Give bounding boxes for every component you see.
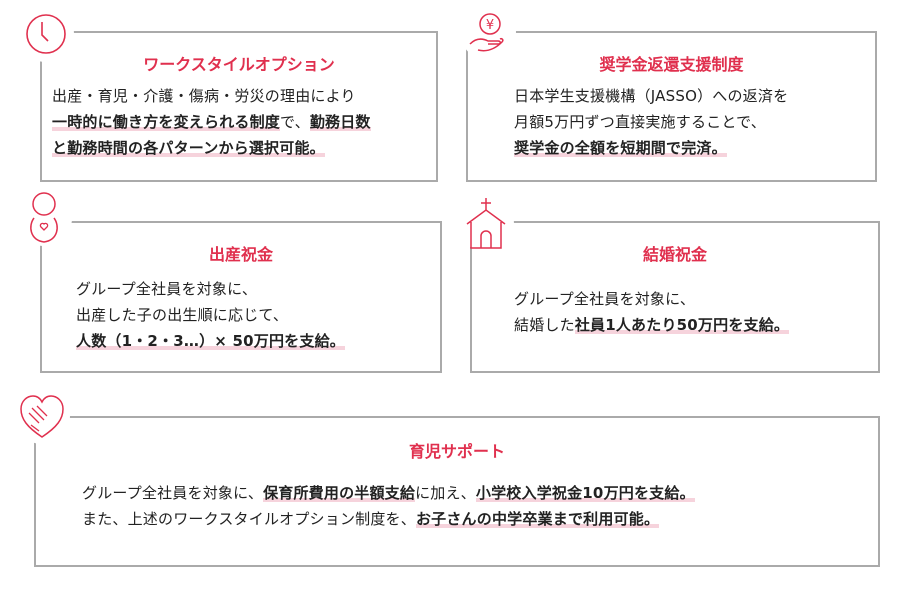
card-title: 奨学金返還支援制度 — [599, 55, 744, 74]
body-text: 月額5万円ずつ直接実施することで、 — [514, 113, 766, 131]
card-body: 日本学生支援機構（JASSO）への返済を月額5万円ずつ直接実施することで、奨学金… — [514, 83, 788, 161]
card-title: 出産祝金 — [208, 245, 273, 264]
body-line: 月額5万円ずつ直接実施することで、 — [514, 109, 788, 135]
body-line: 日本学生支援機構（JASSO）への返済を — [514, 83, 788, 109]
heart-hands-icon — [14, 388, 70, 444]
card-title: ワークスタイルオプション — [143, 55, 335, 74]
card-work-style-option: ワークスタイルオプション 出産・育児・介護・傷病・労災の理由により一時的に働き方… — [40, 31, 438, 182]
body-line: グループ全社員を対象に、保育所費用の半額支給に加え、小学校入学祝金10万円を支給… — [82, 480, 695, 506]
body-text: また、上述のワークスタイルオプション制度を、 — [82, 510, 416, 528]
card-scholarship-repayment: 奨学金返還支援制度 日本学生支援機構（JASSO）への返済を月額5万円ずつ直接実… — [466, 31, 877, 182]
highlighted-text: 小学校入学祝金10万円を支給。 — [475, 484, 695, 502]
highlighted-text: 一時的に働き方を変えられる制度 — [52, 113, 281, 131]
body-line: 出産した子の出生順に応じて、 — [76, 302, 345, 328]
body-text: グループ全社員を対象に、 — [76, 280, 258, 298]
yen-hand-icon: ¥ — [460, 4, 516, 60]
svg-text:¥: ¥ — [486, 18, 494, 33]
body-line: また、上述のワークスタイルオプション制度を、お子さんの中学卒業まで利用可能。 — [82, 506, 695, 532]
highlighted-text: 奨学金の全額を短期間で完済。 — [514, 139, 727, 157]
card-body: グループ全社員を対象に、出産した子の出生順に応じて、人数（1・2・3…）× 50… — [76, 276, 345, 354]
body-line: 出産・育児・介護・傷病・労災の理由により — [52, 83, 371, 109]
card-body: 出産・育児・介護・傷病・労災の理由により一時的に働き方を変えられる制度で、勤務日… — [52, 83, 371, 161]
card-title: 結婚祝金 — [642, 245, 707, 264]
body-text: グループ全社員を対象に、 — [514, 290, 696, 308]
card-body: グループ全社員を対象に、保育所費用の半額支給に加え、小学校入学祝金10万円を支給… — [82, 480, 695, 532]
highlighted-text: 人数（1・2・3…）× 50万円を支給。 — [76, 332, 345, 350]
highlighted-text: 勤務日数 — [309, 113, 371, 131]
body-text: で、 — [280, 113, 310, 131]
highlighted-text: と勤務時間の各パターンから選択可能。 — [52, 139, 325, 157]
baby-icon — [16, 190, 72, 246]
highlighted-text: 社員1人あたり50万円を支給。 — [574, 316, 790, 334]
body-text: グループ全社員を対象に、 — [82, 484, 264, 502]
highlighted-text: 保育所費用の半額支給 — [263, 484, 416, 502]
card-wedding-gift: 結婚祝金 グループ全社員を対象に、結婚した社員1人あたり50万円を支給。 — [470, 221, 880, 373]
card-body: グループ全社員を対象に、結婚した社員1人あたり50万円を支給。 — [514, 286, 790, 338]
body-line: グループ全社員を対象に、 — [514, 286, 789, 312]
card-childcare-support: 育児サポート グループ全社員を対象に、保育所費用の半額支給に加え、小学校入学祝金… — [34, 416, 880, 567]
body-line: グループ全社員を対象に、 — [76, 276, 345, 302]
highlighted-text: お子さんの中学卒業まで利用可能。 — [415, 510, 660, 528]
body-line: と勤務時間の各パターンから選択可能。 — [52, 135, 371, 161]
clock-icon — [18, 6, 74, 62]
body-line: 一時的に働き方を変えられる制度で、勤務日数 — [52, 109, 371, 135]
body-text: 結婚した — [514, 316, 575, 334]
body-text: 出産・育児・介護・傷病・労災の理由により — [52, 87, 356, 105]
body-line: 人数（1・2・3…）× 50万円を支給。 — [76, 328, 345, 354]
body-line: 結婚した社員1人あたり50万円を支給。 — [514, 312, 790, 338]
body-text: に加え、 — [415, 484, 476, 502]
card-title: 育児サポート — [408, 442, 505, 461]
body-text: 出産した子の出生順に応じて、 — [76, 306, 289, 324]
card-birth-gift: 出産祝金 グループ全社員を対象に、出産した子の出生順に応じて、人数（1・2・3…… — [40, 221, 442, 373]
church-icon — [458, 196, 514, 252]
body-line: 奨学金の全額を短期間で完済。 — [514, 135, 788, 161]
body-text: 日本学生支援機構（JASSO）への返済を — [514, 87, 789, 105]
